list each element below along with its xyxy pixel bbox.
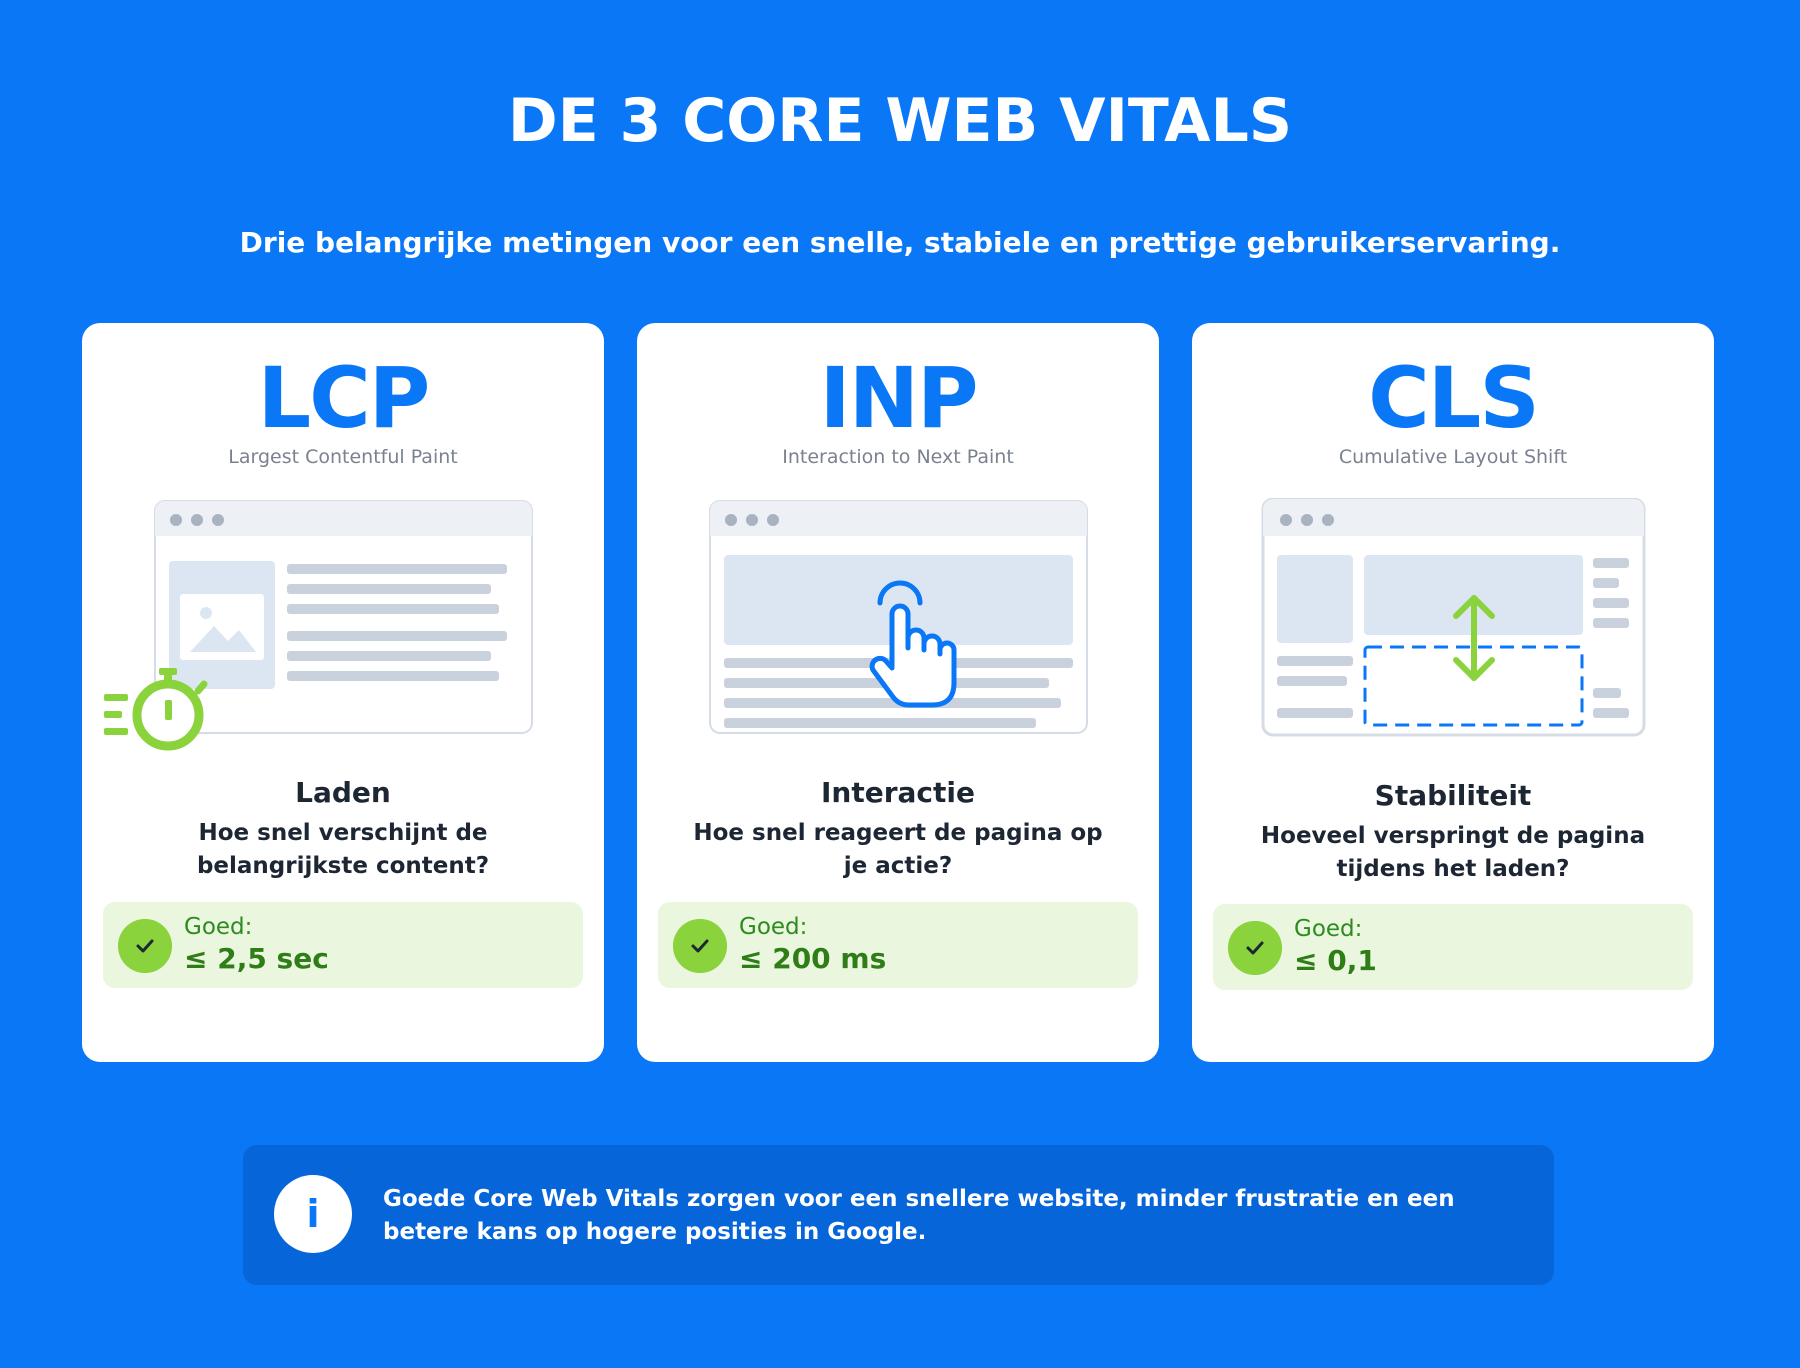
page-title: DE 3 CORE WEB VITALS: [507, 86, 1293, 156]
card-description: Hoe snel reageert de pagina op je actie?: [693, 820, 1103, 879]
vertical-arrows-icon: [1453, 595, 1495, 681]
card-full-name: Largest Contentful Paint: [228, 446, 458, 468]
good-label: Goed:: [1294, 916, 1363, 942]
stopwatch-icon: [104, 668, 208, 751]
card-abbreviation: LCP: [257, 349, 431, 447]
info-box: i Goede Core Web Vitals zorgen voor een …: [243, 1145, 1554, 1285]
card-full-name: Cumulative Layout Shift: [1338, 446, 1568, 468]
card-description: Hoe snel verschijnt de belangrijkste con…: [196, 820, 490, 879]
good-threshold-box: Goed: ≤ 2,5 sec: [103, 902, 583, 988]
card-heading: Interactie: [821, 776, 975, 809]
browser-loading-illustration: [104, 500, 533, 751]
card-cls: CLS Cumulative Layout Shift Stabiliteit …: [1192, 323, 1714, 1062]
check-icon: [673, 919, 727, 973]
card-lcp: LCP Largest Contentful Paint Laden Hoe s…: [82, 323, 604, 1062]
info-icon: i: [274, 1175, 352, 1253]
card-heading: Stabiliteit: [1374, 779, 1532, 812]
good-value: ≤ 0,1: [1294, 944, 1377, 977]
check-icon: [118, 919, 172, 973]
good-label: Goed:: [184, 914, 253, 940]
good-label: Goed:: [739, 914, 808, 940]
browser-interaction-illustration: [709, 500, 1088, 734]
card-heading: Laden: [295, 776, 391, 809]
card-abbreviation: INP: [819, 349, 978, 447]
good-threshold-box: Goed: ≤ 200 ms: [658, 902, 1138, 988]
card-abbreviation: CLS: [1368, 349, 1540, 447]
card-description: Hoeveel verspringt de pagina tijdens het…: [1260, 823, 1646, 882]
page-subtitle: Drie belangrijke metingen voor een snell…: [239, 226, 1561, 259]
info-text: Goede Core Web Vitals zorgen voor een sn…: [383, 1186, 1455, 1245]
hand-pointer-icon: [869, 580, 957, 708]
good-value: ≤ 200 ms: [739, 942, 887, 975]
good-value: ≤ 2,5 sec: [184, 942, 329, 975]
card-full-name: Interaction to Next Paint: [782, 446, 1014, 468]
good-threshold-box: Goed: ≤ 0,1: [1213, 904, 1693, 990]
browser-layout-shift-illustration: [1261, 498, 1646, 737]
check-icon: [1228, 921, 1282, 975]
card-inp: INP Interaction to Next Paint Interactie…: [637, 323, 1159, 1062]
